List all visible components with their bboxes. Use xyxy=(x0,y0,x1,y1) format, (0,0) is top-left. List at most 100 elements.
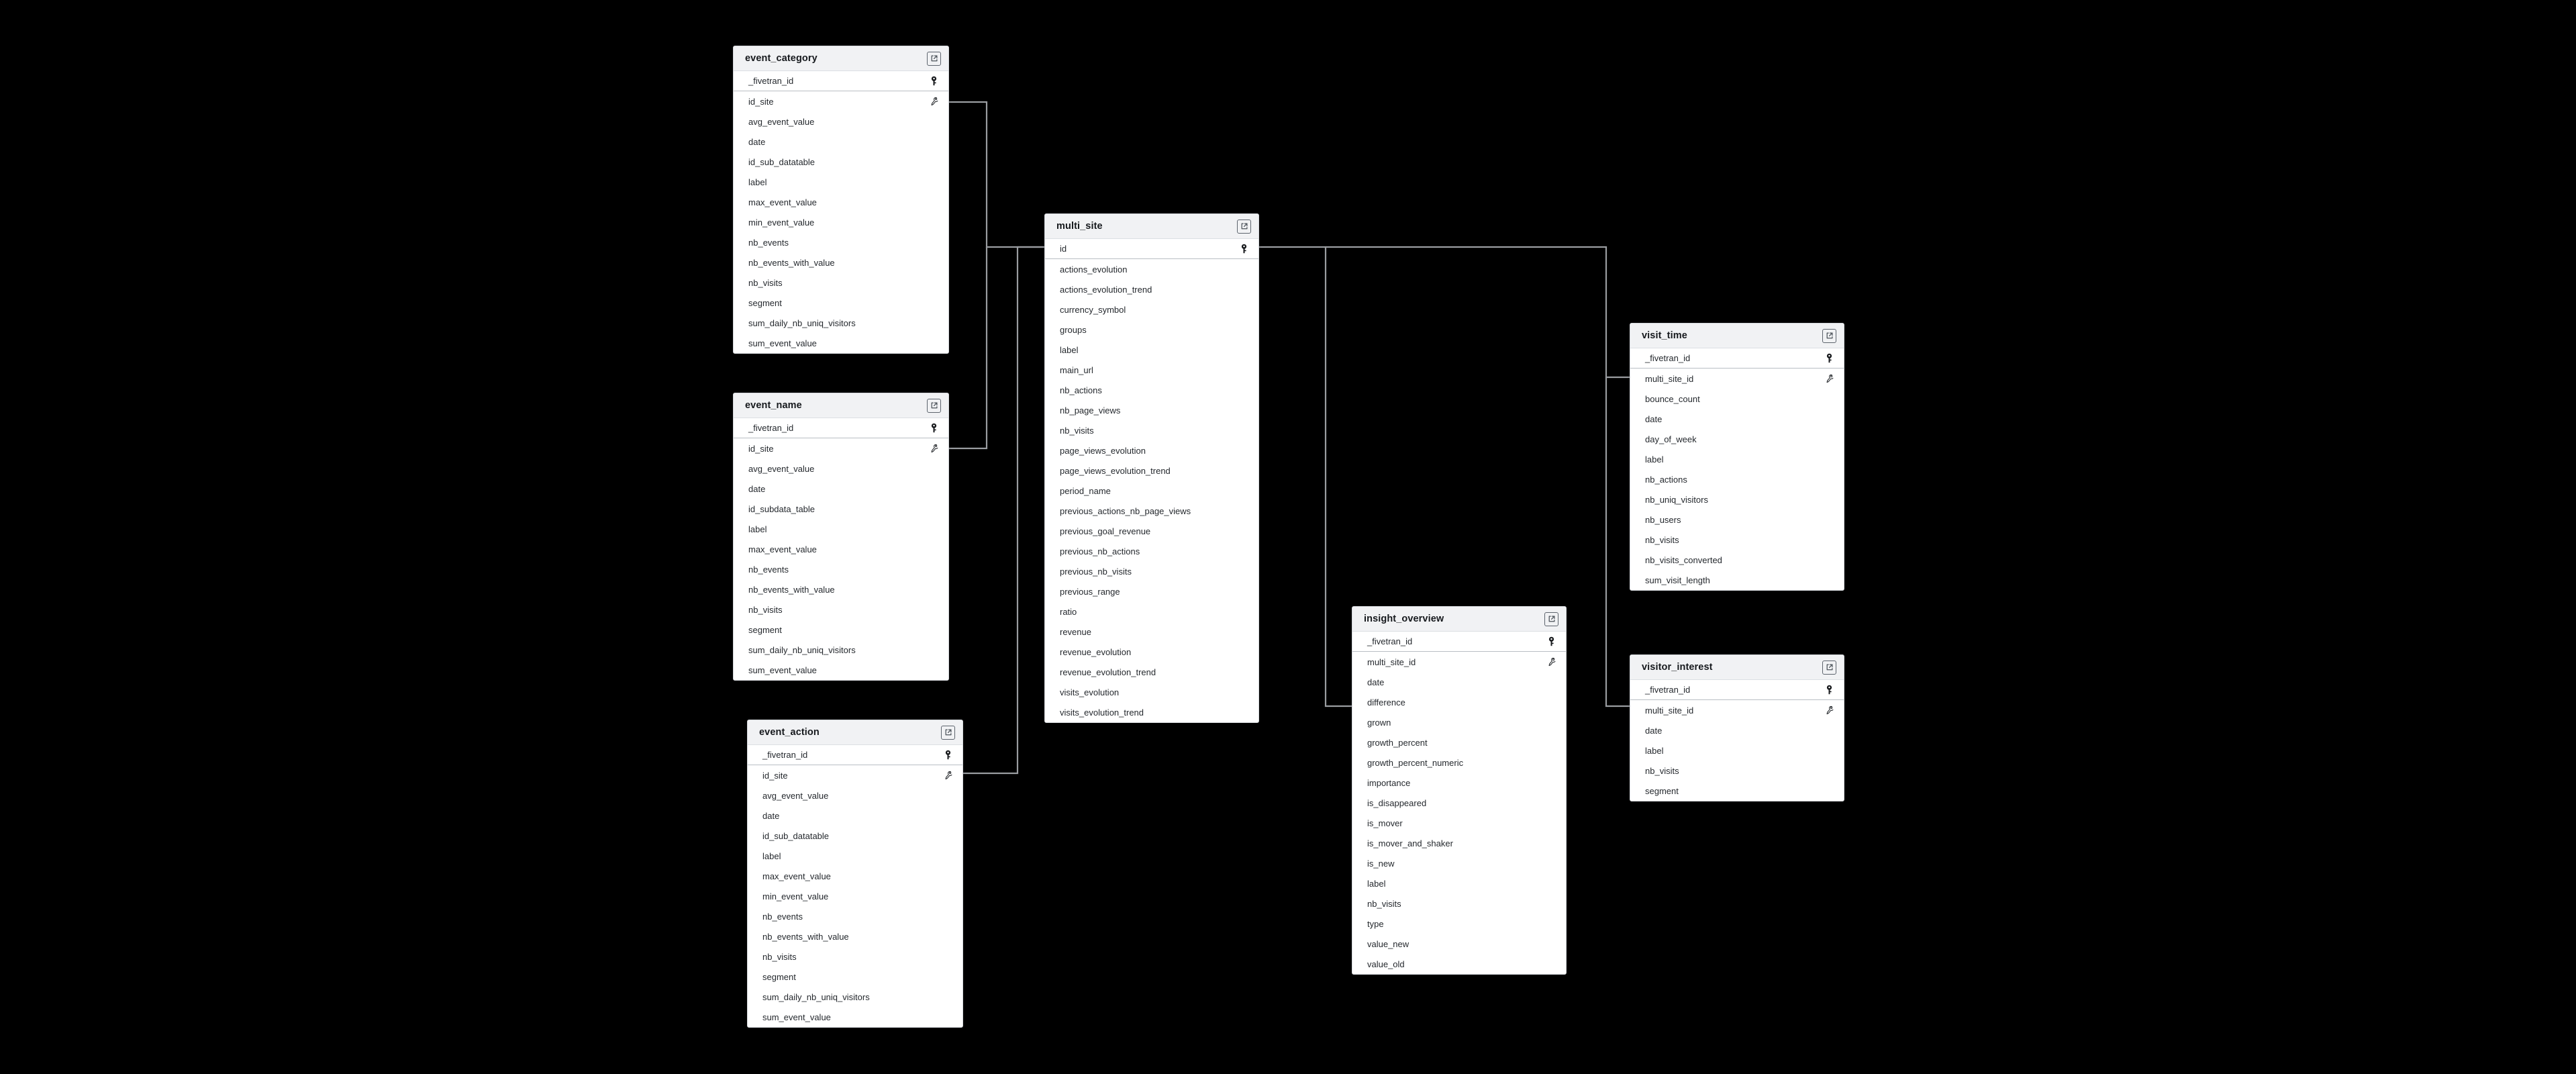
column-row[interactable]: ratio xyxy=(1045,601,1258,622)
column-row[interactable]: _fivetran_id xyxy=(1352,632,1566,652)
external-link-icon[interactable] xyxy=(1544,612,1558,626)
column-row[interactable]: period_name xyxy=(1045,481,1258,501)
column-row[interactable]: _fivetran_id xyxy=(1630,348,1844,369)
column-row[interactable]: nb_visits_converted xyxy=(1630,550,1844,570)
column-row[interactable]: id_sub_datatable xyxy=(748,826,962,846)
column-row[interactable]: id_site xyxy=(734,438,948,458)
column-row[interactable]: nb_events_with_value xyxy=(748,926,962,946)
column-row[interactable]: multi_site_id xyxy=(1352,652,1566,672)
column-row[interactable]: nb_actions xyxy=(1045,380,1258,400)
column-row[interactable]: label xyxy=(1630,449,1844,469)
column-row[interactable]: nb_visits xyxy=(734,273,948,293)
column-row[interactable]: nb_events_with_value xyxy=(734,579,948,599)
column-row[interactable]: date xyxy=(748,806,962,826)
column-row[interactable]: _fivetran_id xyxy=(748,745,962,765)
column-row[interactable]: previous_goal_revenue xyxy=(1045,521,1258,541)
column-row[interactable]: visits_evolution xyxy=(1045,682,1258,702)
column-row[interactable]: nb_visits xyxy=(748,946,962,967)
column-row[interactable]: id xyxy=(1045,239,1258,259)
column-row[interactable]: type xyxy=(1352,914,1566,934)
column-row[interactable]: date xyxy=(1630,409,1844,429)
column-row[interactable]: avg_event_value xyxy=(748,785,962,806)
column-row[interactable]: sum_daily_nb_uniq_visitors xyxy=(734,313,948,333)
column-row[interactable]: nb_events xyxy=(734,232,948,252)
column-row[interactable]: segment xyxy=(1630,781,1844,801)
column-row[interactable]: id_subdata_table xyxy=(734,499,948,519)
column-row[interactable]: sum_event_value xyxy=(734,660,948,680)
column-row[interactable]: max_event_value xyxy=(734,539,948,559)
column-row[interactable]: max_event_value xyxy=(734,192,948,212)
column-row[interactable]: max_event_value xyxy=(748,866,962,886)
column-row[interactable]: date xyxy=(1352,672,1566,692)
column-row[interactable]: _fivetran_id xyxy=(1630,680,1844,700)
column-row[interactable]: previous_nb_actions xyxy=(1045,541,1258,561)
column-row[interactable]: _fivetran_id xyxy=(734,71,948,91)
column-row[interactable]: nb_visits xyxy=(1045,420,1258,440)
column-row[interactable]: sum_visit_length xyxy=(1630,570,1844,590)
external-link-icon[interactable] xyxy=(1237,219,1251,234)
column-row[interactable]: value_old xyxy=(1352,954,1566,974)
column-row[interactable]: nb_page_views xyxy=(1045,400,1258,420)
column-row[interactable]: page_views_evolution xyxy=(1045,440,1258,460)
column-row[interactable]: date xyxy=(734,132,948,152)
column-row[interactable]: nb_visits xyxy=(1630,761,1844,781)
column-row[interactable]: bounce_count xyxy=(1630,389,1844,409)
column-row[interactable]: currency_symbol xyxy=(1045,299,1258,320)
column-row[interactable]: value_new xyxy=(1352,934,1566,954)
column-row[interactable]: actions_evolution xyxy=(1045,259,1258,279)
column-row[interactable]: previous_nb_visits xyxy=(1045,561,1258,581)
column-row[interactable]: nb_actions xyxy=(1630,469,1844,489)
column-row[interactable]: growth_percent xyxy=(1352,732,1566,752)
column-row[interactable]: label xyxy=(748,846,962,866)
column-row[interactable]: sum_daily_nb_uniq_visitors xyxy=(748,987,962,1007)
column-row[interactable]: min_event_value xyxy=(748,886,962,906)
column-row[interactable]: id_site xyxy=(734,91,948,111)
external-link-icon[interactable] xyxy=(1822,328,1836,343)
column-row[interactable]: sum_event_value xyxy=(734,333,948,353)
column-row[interactable]: segment xyxy=(748,967,962,987)
external-link-icon[interactable] xyxy=(1822,660,1836,675)
column-row[interactable]: revenue_evolution_trend xyxy=(1045,662,1258,682)
column-row[interactable]: nb_visits xyxy=(734,599,948,620)
column-row[interactable]: nb_users xyxy=(1630,509,1844,530)
column-row[interactable]: segment xyxy=(734,293,948,313)
column-row[interactable]: segment xyxy=(734,620,948,640)
external-link-icon[interactable] xyxy=(941,725,955,740)
column-row[interactable]: nb_events xyxy=(748,906,962,926)
column-row[interactable]: label xyxy=(1352,873,1566,893)
column-row[interactable]: id_site xyxy=(748,765,962,785)
column-row[interactable]: label xyxy=(1045,340,1258,360)
column-row[interactable]: revenue xyxy=(1045,622,1258,642)
external-link-icon[interactable] xyxy=(927,398,941,413)
column-row[interactable]: sum_daily_nb_uniq_visitors xyxy=(734,640,948,660)
column-row[interactable]: day_of_week xyxy=(1630,429,1844,449)
column-row[interactable]: nb_visits xyxy=(1630,530,1844,550)
column-row[interactable]: avg_event_value xyxy=(734,111,948,132)
column-row[interactable]: main_url xyxy=(1045,360,1258,380)
column-row[interactable]: nb_uniq_visitors xyxy=(1630,489,1844,509)
column-row[interactable]: is_disappeared xyxy=(1352,793,1566,813)
column-row[interactable]: previous_actions_nb_page_views xyxy=(1045,501,1258,521)
column-row[interactable]: is_mover xyxy=(1352,813,1566,833)
column-row[interactable]: is_new xyxy=(1352,853,1566,873)
column-row[interactable]: id_sub_datatable xyxy=(734,152,948,172)
column-row[interactable]: importance xyxy=(1352,773,1566,793)
column-row[interactable]: visits_evolution_trend xyxy=(1045,702,1258,722)
column-row[interactable]: avg_event_value xyxy=(734,458,948,479)
column-row[interactable]: label xyxy=(734,519,948,539)
column-row[interactable]: label xyxy=(734,172,948,192)
column-row[interactable]: groups xyxy=(1045,320,1258,340)
column-row[interactable]: nb_events xyxy=(734,559,948,579)
column-row[interactable]: is_mover_and_shaker xyxy=(1352,833,1566,853)
column-row[interactable]: _fivetran_id xyxy=(734,418,948,438)
column-row[interactable]: multi_site_id xyxy=(1630,700,1844,720)
column-row[interactable]: date xyxy=(734,479,948,499)
column-row[interactable]: difference xyxy=(1352,692,1566,712)
column-row[interactable]: label xyxy=(1630,740,1844,761)
